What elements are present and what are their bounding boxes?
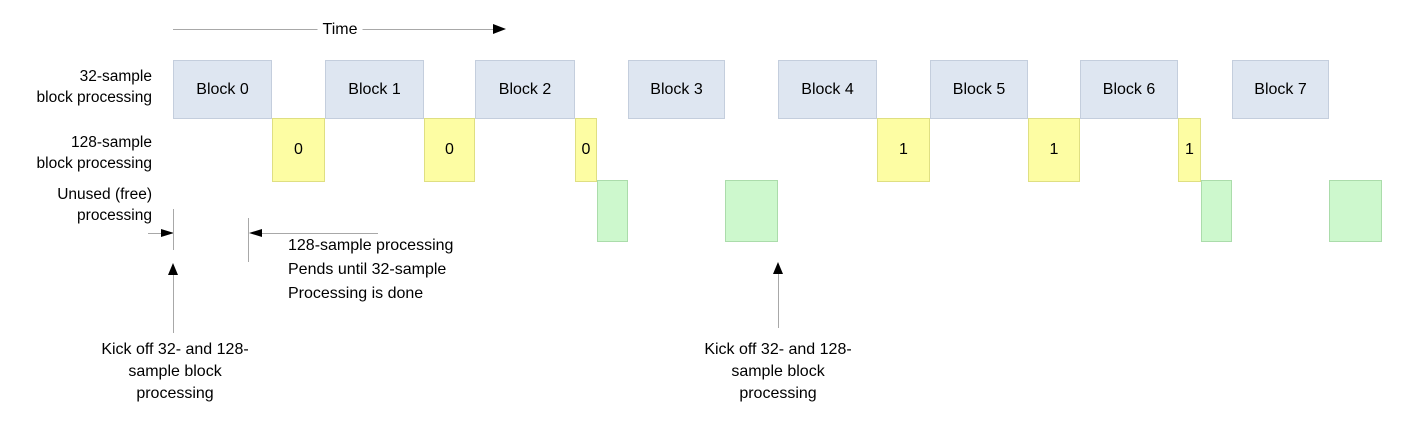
yellow-block-label: 1 [899,141,908,158]
row-label-line: Unused (free) [57,186,152,203]
pends-note-line: 128-sample processing [288,237,454,254]
kickoff-note-line: processing [739,385,817,402]
blue-block: Block 2 [475,60,575,119]
dim-arrow-left-line [262,233,378,234]
yellow-block: 0 [575,118,597,182]
blue-block-label: Block 2 [498,80,552,98]
yellow-block-label: 0 [581,141,591,158]
kickoff-note-line: Kick off 32- and 128- [101,341,249,358]
kickoff-note-line: sample block [128,363,222,380]
row-label-unused: Unused (free) processing [0,184,152,226]
blue-block-label: Block 7 [1254,80,1307,98]
kickoff-up-arrowhead-icon [168,263,178,275]
blue-block: Block 7 [1232,60,1329,119]
kickoff-arrow-line [173,275,174,333]
row-label-line: 32-sample [79,68,152,85]
yellow-block: 1 [1028,118,1080,182]
kickoff-up-arrowhead-icon [773,262,783,274]
row-label-line: block processing [36,155,152,172]
yellow-block: 1 [877,118,930,182]
blue-block: Block 4 [778,60,877,119]
row-label-32-sample: 32-sample block processing [0,66,152,108]
yellow-block-label: 0 [294,141,303,158]
blue-block-label: Block 4 [801,80,854,98]
green-block [1329,180,1382,242]
kickoff-note-line: Kick off 32- and 128- [704,341,852,358]
time-arrowhead-icon [493,24,506,34]
dim-tick-right [248,218,249,262]
pends-note-line: Processing is done [288,285,424,302]
pends-note: 128-sample processing Pends until 32-sam… [288,234,478,306]
yellow-block: 0 [424,118,475,182]
blue-block: Block 3 [628,60,725,119]
kickoff-note-1: Kick off 32- and 128- sample block proce… [75,339,275,405]
blue-block-label: Block 1 [348,80,401,98]
yellow-block: 0 [272,118,325,182]
blue-block: Block 6 [1080,60,1178,119]
kickoff-note-line: sample block [731,363,825,380]
yellow-block-label: 1 [1185,141,1194,158]
row-label-128-sample: 128-sample block processing [0,132,152,174]
yellow-block-label: 0 [445,141,454,158]
green-block [725,180,778,242]
row-label-line: processing [77,207,152,224]
yellow-block-label: 1 [1049,141,1059,158]
green-block [597,180,628,242]
blue-block: Block 5 [930,60,1028,119]
dim-tick-left [173,209,174,250]
pends-note-line: Pends until 32-sample [288,261,447,278]
yellow-block: 1 [1178,118,1201,182]
dim-arrow-right-line [148,233,162,234]
kickoff-note-2: Kick off 32- and 128- sample block proce… [678,339,878,405]
green-block [1201,180,1232,242]
kickoff-arrow-line [778,274,779,328]
blue-block-label: Block 5 [952,80,1006,98]
blue-block: Block 1 [325,60,424,119]
blue-block: Block 0 [173,60,272,119]
row-label-line: block processing [36,89,152,106]
blue-block-label: Block 3 [650,80,703,98]
time-axis-label: Time [317,20,363,39]
kickoff-note-line: processing [136,385,214,402]
dim-arrow-left-head-icon [249,229,262,237]
blue-block-label: Block 6 [1102,80,1156,98]
row-label-line: 128-sample [71,134,152,151]
blue-block-label: Block 0 [196,80,249,98]
